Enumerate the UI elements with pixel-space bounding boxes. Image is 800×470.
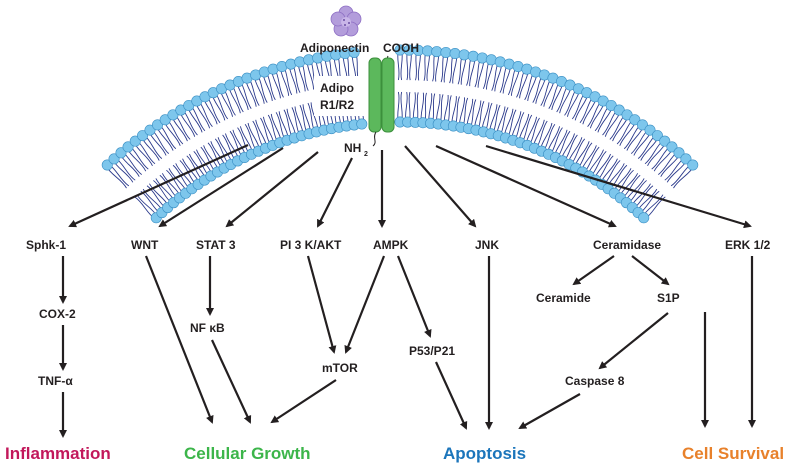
cooh-label: COOH bbox=[383, 41, 419, 55]
lipid-head bbox=[666, 141, 678, 153]
adiponectin-icon bbox=[330, 5, 362, 37]
outcome-inflammation: Inflammation bbox=[5, 444, 111, 463]
node-nfkb: NF κB bbox=[190, 321, 225, 335]
arrow-membrane-sphk1 bbox=[68, 143, 249, 228]
node-mtor: mTOR bbox=[322, 361, 358, 375]
arrow-membrane-pi3k bbox=[317, 157, 353, 228]
lipid-head bbox=[467, 50, 479, 62]
node-tnf-alpha: TNF-α bbox=[38, 374, 73, 388]
node-erk: ERK 1/2 bbox=[725, 238, 771, 252]
arrow-ceramidase-s1p bbox=[631, 255, 670, 286]
arrow-s1p-caspase8 bbox=[598, 312, 669, 370]
arrow-p53-apoptosis bbox=[434, 361, 468, 430]
node-pi3k-akt: PI 3 K/AKT bbox=[280, 238, 342, 252]
arrow-ceramidase-ceramide bbox=[572, 255, 615, 286]
adipor-receptor bbox=[314, 55, 395, 147]
lipid-head bbox=[115, 147, 127, 159]
node-ceramidase: Ceramidase bbox=[593, 238, 661, 252]
node-p53-p21: P53/P21 bbox=[409, 344, 455, 358]
lipid-head bbox=[673, 147, 685, 159]
lipid-head bbox=[129, 135, 141, 147]
lipid-head bbox=[476, 52, 488, 64]
node-jnk: JNK bbox=[475, 238, 499, 252]
arrow-membrane-stat3 bbox=[225, 151, 319, 228]
node-stat3: STAT 3 bbox=[196, 238, 236, 252]
arrow-caspase8-apoptosis bbox=[518, 393, 581, 429]
lipid-head bbox=[356, 118, 368, 130]
nh2-subscript: 2 bbox=[364, 151, 368, 158]
lipid-head bbox=[101, 159, 113, 171]
cell-membrane bbox=[101, 44, 699, 224]
lipid-head bbox=[152, 119, 164, 131]
node-caspase8: Caspase 8 bbox=[565, 374, 625, 388]
lipid-head bbox=[108, 153, 120, 165]
lipid-head bbox=[431, 46, 443, 58]
arrow-ampk-mtor bbox=[344, 255, 386, 354]
arrow-mtor-growth bbox=[270, 379, 337, 424]
lipid-head bbox=[687, 159, 699, 171]
lipid-head bbox=[485, 54, 497, 66]
lipid-head bbox=[122, 141, 134, 153]
lipid-head bbox=[449, 48, 461, 60]
outcome-cellular-growth: Cellular Growth bbox=[184, 444, 311, 463]
lipid-head bbox=[422, 45, 434, 57]
arrow-pi3k-mtor bbox=[306, 255, 337, 354]
lipid-head bbox=[629, 114, 641, 126]
lipid-head bbox=[659, 135, 671, 147]
lipid-head bbox=[644, 124, 656, 136]
lipid-head bbox=[440, 46, 452, 58]
lipid-head bbox=[638, 212, 650, 224]
receptor-label-line1: Adipo bbox=[320, 81, 354, 95]
lipid-head bbox=[651, 130, 663, 142]
node-ampk: AMPK bbox=[373, 238, 409, 252]
lipid-head bbox=[137, 130, 149, 142]
outcome-cell-survival: Cell Survival bbox=[682, 444, 784, 463]
lipid-head bbox=[621, 109, 633, 121]
node-s1p: S1P bbox=[657, 291, 680, 305]
lipid-head bbox=[144, 124, 156, 136]
node-wnt: WNT bbox=[131, 238, 159, 252]
node-sphk1: Sphk-1 bbox=[26, 238, 66, 252]
lipid-head bbox=[348, 46, 360, 58]
arrow-membrane-ceramidase bbox=[435, 144, 617, 228]
lipid-head bbox=[159, 114, 171, 126]
outcome-apoptosis: Apoptosis bbox=[443, 444, 526, 463]
node-ceramide: Ceramide bbox=[536, 291, 591, 305]
adiponectin-label: Adiponectin bbox=[300, 41, 369, 55]
arrow-nfkb-growth bbox=[211, 339, 252, 424]
arrow-membrane-wnt bbox=[158, 147, 284, 228]
arrow-wnt-growth bbox=[144, 255, 214, 424]
nh2-label: NH bbox=[344, 141, 361, 155]
receptor-label-line2: R1/R2 bbox=[320, 98, 354, 112]
lipid-head bbox=[294, 56, 306, 68]
arrow-ampk-p53 bbox=[396, 255, 432, 338]
arrow-membrane-erk bbox=[485, 144, 752, 229]
node-cox2: COX-2 bbox=[39, 307, 76, 321]
lipid-head bbox=[458, 49, 470, 61]
lipid-head bbox=[303, 54, 315, 66]
arrow-membrane-jnk bbox=[404, 145, 477, 228]
lipid-head bbox=[680, 153, 692, 165]
lipid-head bbox=[636, 119, 648, 131]
